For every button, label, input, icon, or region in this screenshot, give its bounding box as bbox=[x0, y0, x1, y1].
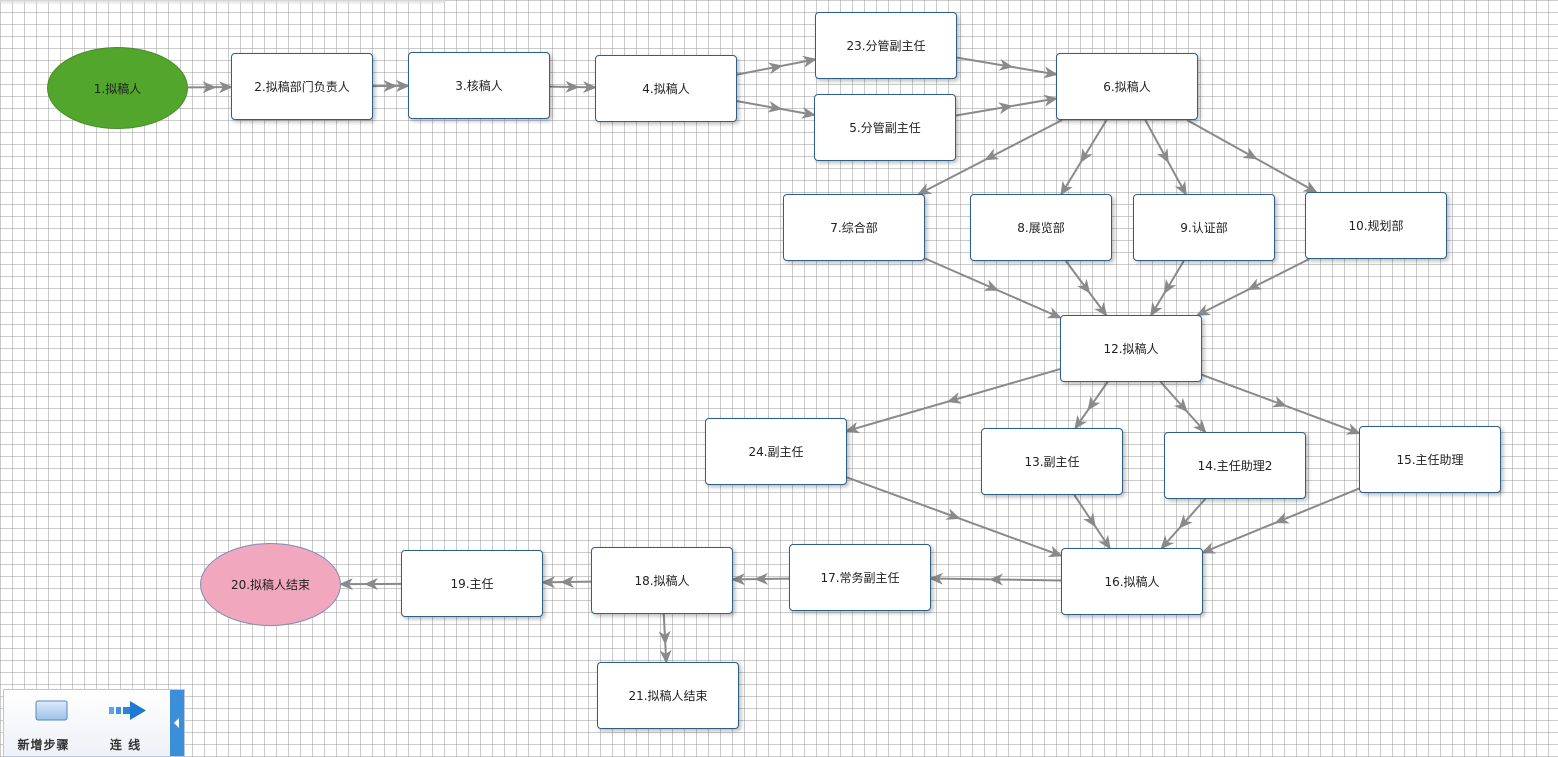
flow-node-label: 24.副主任 bbox=[748, 445, 804, 459]
flow-node-label: 3.核稿人 bbox=[455, 79, 503, 93]
edge-mid-arrow bbox=[202, 81, 217, 94]
edge-mid-arrow bbox=[363, 577, 379, 590]
flow-node-label: 1.拟稿人 bbox=[93, 81, 142, 96]
edge-mid-arrow bbox=[984, 148, 1000, 161]
flow-node-8[interactable]: 8.展览部 bbox=[970, 194, 1112, 261]
flow-node-17[interactable]: 17.常务副主任 bbox=[789, 544, 931, 611]
edge-mid-arrow bbox=[658, 630, 671, 645]
flow-node-label: 23.分管副主任 bbox=[846, 39, 926, 53]
flow-node-label: 18.拟稿人 bbox=[634, 574, 690, 588]
edge-mid-arrow bbox=[560, 575, 575, 588]
chevron-left-icon bbox=[174, 718, 179, 728]
edge-mid-arrow bbox=[1242, 147, 1258, 160]
flow-node-label: 5.分管副主任 bbox=[849, 121, 921, 135]
edge-mid-arrow bbox=[1077, 278, 1091, 294]
flow-node-7[interactable]: 7.综合部 bbox=[783, 194, 925, 261]
edge-mid-arrow bbox=[1083, 512, 1096, 528]
edge-mid-arrow bbox=[1156, 147, 1169, 164]
flow-node-label: 8.展览部 bbox=[1017, 221, 1065, 235]
flow-node-label: 10.规划部 bbox=[1348, 219, 1404, 233]
flow-node-label: 20.拟稿人结束 bbox=[230, 578, 311, 592]
edge-mid-arrow bbox=[1247, 278, 1263, 291]
flow-node-label: 9.认证部 bbox=[1180, 221, 1228, 235]
flow-node-3[interactable]: 3.核稿人 bbox=[408, 52, 550, 119]
flow-node-label: 4.拟稿人 bbox=[642, 82, 690, 96]
flow-node-21[interactable]: 21.拟稿人结束 bbox=[597, 662, 739, 729]
flow-node-20[interactable]: 20.拟稿人结束 bbox=[200, 543, 341, 626]
flow-node-label: 14.主任助理2 bbox=[1197, 459, 1273, 473]
flow-node-label: 17.常务副主任 bbox=[820, 571, 900, 585]
collapse-toolbox-button[interactable] bbox=[170, 690, 184, 756]
flow-node-18[interactable]: 18.拟稿人 bbox=[591, 547, 733, 614]
flow-node-4[interactable]: 4.拟稿人 bbox=[595, 55, 737, 122]
edge-mid-arrow bbox=[1271, 395, 1288, 408]
flow-node-13[interactable]: 13.副主任 bbox=[981, 428, 1123, 495]
toolbox-panel: 新增步骤 连 线 bbox=[3, 689, 185, 757]
flow-node-label: 15.主任助理 bbox=[1396, 453, 1464, 467]
connect-tool[interactable]: 连 线 bbox=[88, 690, 163, 756]
flow-node-label: 2.拟稿部门负责人 bbox=[254, 80, 350, 94]
edge-mid-arrow bbox=[767, 100, 783, 113]
add-step-label: 新增步骤 bbox=[17, 738, 70, 752]
flow-node-label: 21.拟稿人结束 bbox=[628, 689, 708, 703]
edge-mid-arrow bbox=[946, 392, 962, 404]
flow-node-5[interactable]: 5.分管副主任 bbox=[814, 94, 956, 161]
edge-mid-arrow bbox=[989, 573, 1004, 586]
flow-node-16[interactable]: 16.拟稿人 bbox=[1061, 548, 1203, 615]
flow-node-15[interactable]: 15.主任助理 bbox=[1359, 426, 1501, 493]
top-shadow-bar bbox=[0, 0, 445, 5]
edge-mid-arrow bbox=[1274, 512, 1290, 524]
flow-node-19[interactable]: 19.主任 bbox=[401, 550, 543, 617]
edge-mid-arrow bbox=[1080, 147, 1093, 163]
flow-node-label: 19.主任 bbox=[450, 577, 494, 591]
flow-node-24[interactable]: 24.副主任 bbox=[705, 418, 847, 485]
flow-node-12[interactable]: 12.拟稿人 bbox=[1060, 315, 1202, 382]
edge-mid-arrow bbox=[1087, 395, 1101, 411]
edge-mid-arrow bbox=[1163, 278, 1177, 294]
flow-node-label: 6.拟稿人 bbox=[1103, 80, 1151, 94]
flow-node-label: 13.副主任 bbox=[1024, 455, 1080, 469]
edge-mid-arrow bbox=[998, 58, 1014, 71]
flow-node-10[interactable]: 10.规划部 bbox=[1305, 192, 1447, 259]
flow-node-2[interactable]: 2.拟稿部门负责人 bbox=[231, 53, 373, 120]
edge-mid-arrow bbox=[1178, 514, 1193, 529]
add-step-tool[interactable]: 新增步骤 bbox=[6, 690, 81, 756]
flow-node-9[interactable]: 9.认证部 bbox=[1133, 194, 1275, 261]
flow-node-6[interactable]: 6.拟稿人 bbox=[1056, 53, 1198, 120]
flow-node-label: 16.拟稿人 bbox=[1104, 575, 1160, 589]
flow-node-label: 12.拟稿人 bbox=[1103, 342, 1159, 356]
edge-mid-arrow bbox=[383, 80, 398, 93]
edge-mid-arrow bbox=[1173, 397, 1188, 413]
edge-mid-arrow bbox=[983, 279, 999, 291]
edge-mid-arrow bbox=[945, 508, 961, 520]
flow-node-label: 7.综合部 bbox=[830, 221, 878, 235]
edge-mid-arrow bbox=[565, 80, 580, 93]
flow-node-23[interactable]: 23.分管副主任 bbox=[815, 12, 957, 79]
flow-node-14[interactable]: 14.主任助理2 bbox=[1164, 432, 1306, 499]
edge-mid-arrow bbox=[998, 102, 1013, 115]
arrow-right-icon bbox=[109, 701, 146, 720]
edge-mid-arrow bbox=[754, 572, 769, 585]
connect-label: 连 线 bbox=[109, 738, 142, 752]
edge-mid-arrow bbox=[767, 62, 783, 75]
flow-node-1[interactable]: 1.拟稿人 bbox=[47, 47, 188, 129]
rectangle-icon bbox=[35, 700, 68, 721]
